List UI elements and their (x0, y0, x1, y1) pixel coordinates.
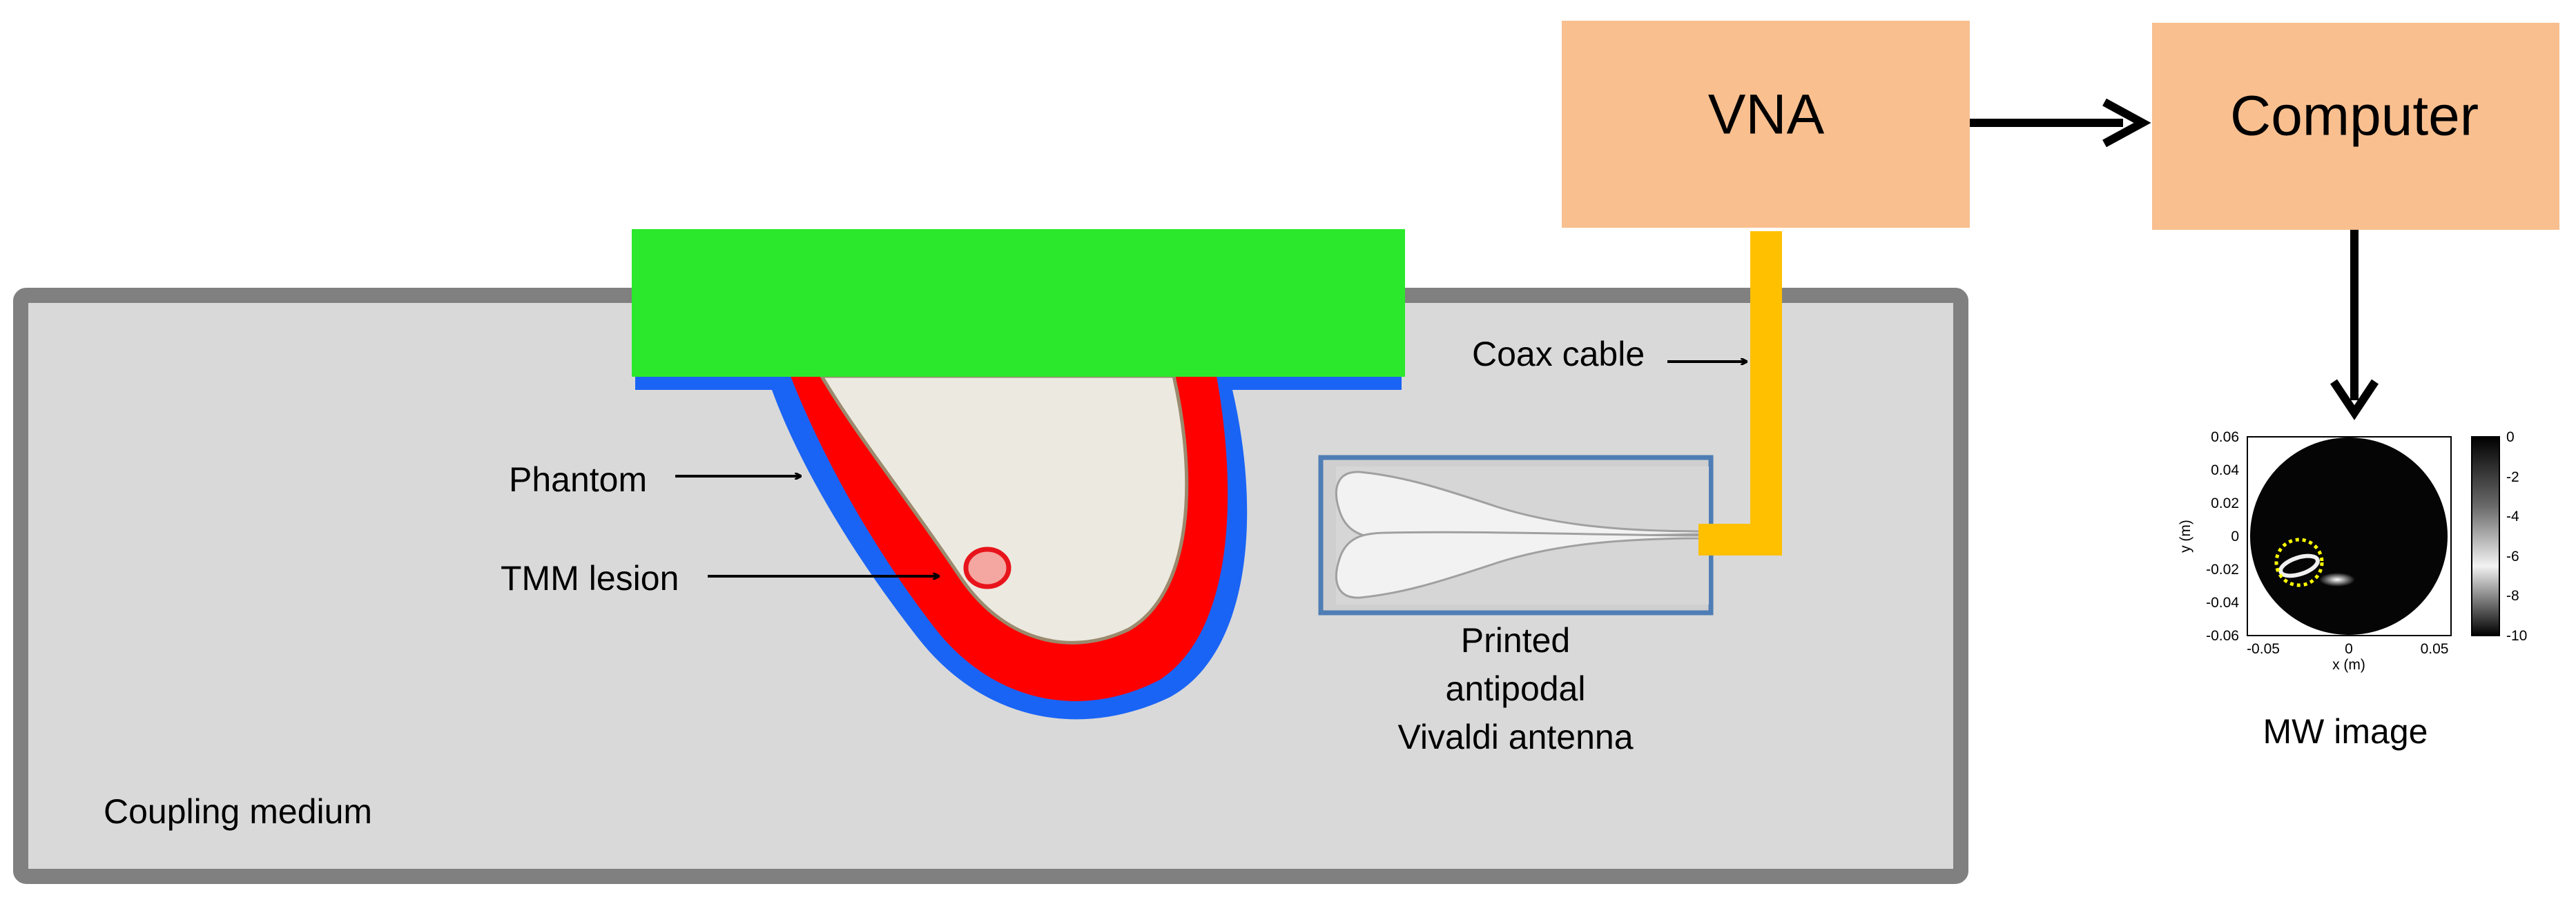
ytick-2: 0.02 (2211, 495, 2239, 511)
colorbar (2471, 436, 2500, 636)
antenna-lower-fin (1335, 531, 1707, 599)
ytick-4: -0.02 (2206, 562, 2239, 578)
cbar-tick-3: -6 (2506, 549, 2519, 564)
ytick-6: -0.06 (2206, 628, 2239, 644)
mw-image-label: MW image (2263, 712, 2428, 751)
lesion-highlight-ring (2274, 538, 2324, 587)
tmm-lesion (963, 547, 1011, 589)
computer-label: Computer (2230, 85, 2479, 148)
reconstructed-artifact (2319, 573, 2355, 587)
cbar-tick-1: -2 (2506, 469, 2519, 485)
ylabel: y (m) (2178, 520, 2194, 553)
breast-phantom (635, 374, 1402, 720)
vivaldi-antenna (1318, 455, 1714, 616)
xtick-2: 0.05 (2421, 641, 2449, 657)
antenna-label-line2: antipodal (1446, 669, 1586, 708)
ytick-3: 0 (2231, 529, 2239, 544)
cbar-tick-4: -8 (2506, 588, 2519, 604)
antenna-label-line3: Vivaldi antenna (1397, 718, 1633, 756)
coax-cable (1698, 231, 1782, 556)
cbar-tick-5: -10 (2506, 628, 2527, 644)
ytick-1: 0.04 (2211, 462, 2239, 478)
computer-box (2152, 23, 2559, 230)
vna-box (1562, 21, 1970, 228)
antenna-label-line1: Printed (1461, 621, 1570, 660)
vna-to-computer-arrow (1970, 98, 2151, 148)
ytick-5: -0.04 (2206, 595, 2239, 611)
platform (632, 229, 1405, 377)
tmm-lesion-label: TMM lesion (501, 559, 679, 598)
phantom-label: Phantom (509, 460, 647, 499)
xtick-0: -0.05 (2247, 641, 2280, 657)
reconstruction-disk (2250, 438, 2448, 635)
cbar-tick-2: -4 (2506, 509, 2519, 524)
xlabel: x (m) (2332, 657, 2365, 673)
mw-image-plot: 0.06 0.04 0.02 0 -0.02 -0.04 -0.06 y (m)… (2178, 429, 2527, 673)
xtick-1: 0 (2345, 641, 2353, 657)
coax-cable-label: Coax cable (1472, 335, 1645, 373)
computer-to-image-arrow (2330, 230, 2379, 420)
ytick-0: 0.06 (2211, 429, 2239, 445)
cbar-tick-0: 0 (2506, 429, 2515, 445)
coupling-medium-label: Coupling medium (104, 792, 372, 831)
vna-label: VNA (1708, 83, 1825, 146)
phantom-glandular-tissue (818, 374, 1189, 645)
reconstructed-target (2278, 553, 2320, 578)
